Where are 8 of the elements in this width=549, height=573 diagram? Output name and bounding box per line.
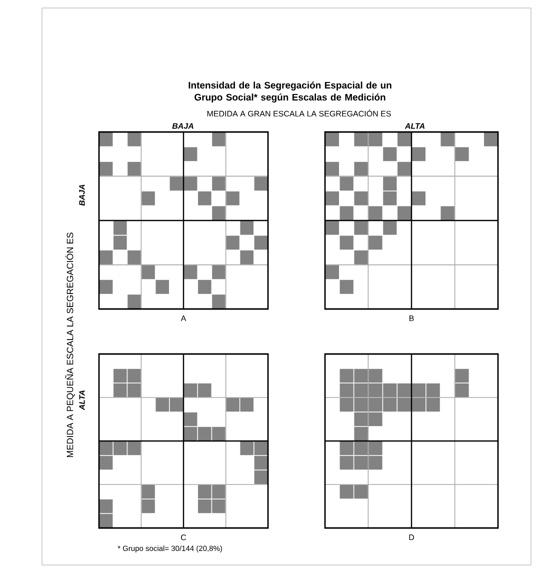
panel-letter: C xyxy=(181,534,186,540)
axis-heading: MEDIDA A GRAN ESCALA LA SEGREGACIÓN ES xyxy=(207,110,391,116)
title: Intensidad de la Segregación Espacial de un Grupo Social* según Escalas de Medición xyxy=(188,82,392,102)
axis-heading: MEDIDA A PEQUEÑA ESCALA LA SEGREGACIÓN ES xyxy=(65,232,75,458)
panel-letter: D xyxy=(409,534,414,540)
panel-letter: B xyxy=(410,316,414,322)
panel-letter: A xyxy=(180,316,186,322)
level-label: BAJA xyxy=(79,184,85,206)
